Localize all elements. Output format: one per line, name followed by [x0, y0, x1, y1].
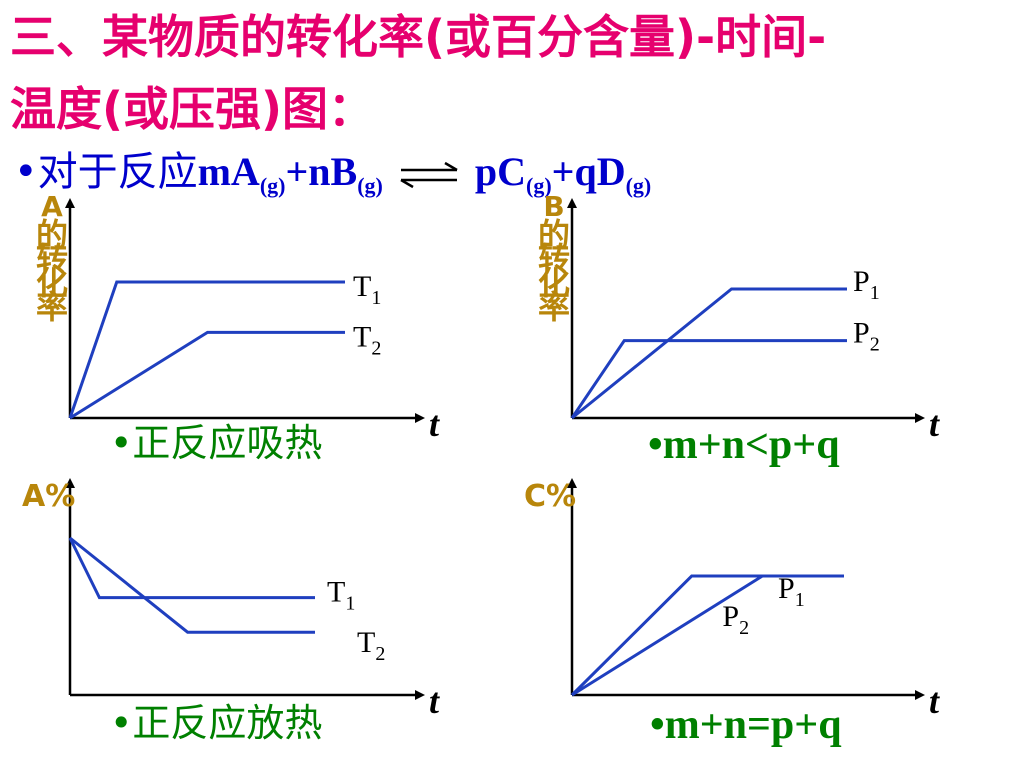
g4-curve-p2	[571, 574, 764, 697]
product-1-species: C	[497, 149, 526, 194]
product-2-state: (g)	[625, 173, 652, 198]
g4-x-label: t	[929, 681, 940, 721]
g1-x-label: t	[429, 404, 440, 444]
reactant-1-species: A	[230, 149, 260, 194]
g4-curve-label: P1	[778, 572, 805, 611]
g2-x-axis-arrow-icon	[915, 413, 925, 423]
reactant-2-species: B	[330, 149, 358, 194]
product-2-species: D	[596, 149, 626, 194]
g2-curve-p2	[570, 339, 847, 419]
conclusion-graph-1: •正反应吸热	[110, 421, 323, 465]
g1-y-label-char: A	[41, 190, 63, 223]
g2-y-label-char: 转	[538, 240, 570, 278]
g4-y-axis-arrow-icon	[567, 478, 577, 488]
reactant-1-state: (g)	[259, 173, 286, 198]
product-1-coef: p	[474, 149, 498, 194]
g2-y-axis-arrow-icon	[567, 198, 577, 208]
product-2-coef: +q	[551, 149, 597, 194]
g2-y-label-char: 率	[538, 288, 570, 326]
g3-y-axis-arrow-icon	[65, 478, 75, 488]
g2-x-label: t	[929, 404, 940, 444]
reactant-1-coef: m	[197, 149, 231, 194]
g1-y-label-char: 转	[36, 240, 68, 278]
g3-curve-label: T2	[357, 626, 385, 665]
g2-y-label-char: 化	[538, 264, 570, 302]
g4-x-axis-arrow-icon	[915, 690, 925, 700]
g1-curve-label: T2	[353, 320, 381, 359]
g1-y-label-char: 化	[36, 264, 68, 302]
reaction-prefix: •对于反应	[14, 149, 198, 195]
slide-title-line-1: 三、某物质的转化率(或百分含量)-时间-	[10, 10, 827, 64]
g2-curve-label: P2	[853, 317, 880, 356]
reactant-2-state: (g)	[357, 173, 383, 198]
conclusion-graph-3: •正反应放热	[110, 701, 323, 745]
reaction-equation: •对于反应mA(g)+nB(g) pC(g)+qD(g)	[14, 152, 651, 197]
reactant-2-coef: +n	[285, 149, 331, 194]
g1-curve-label: T1	[353, 270, 381, 309]
g1-x-axis-arrow-icon	[415, 413, 425, 423]
g1-curve-t2	[69, 330, 345, 420]
g3-x-axis-arrow-icon	[415, 690, 425, 700]
g4-curve-label: P2	[722, 600, 749, 639]
conclusion-graph-2: •m+n<p+q	[648, 422, 840, 468]
g2-y-label-char: 的	[538, 216, 570, 254]
g3-x-label: t	[429, 681, 440, 721]
g4-curve-p1	[570, 574, 844, 697]
g2-curve-label: P1	[853, 265, 880, 304]
g1-y-label-char: 的	[36, 216, 68, 254]
g1-y-label-char: 率	[36, 288, 68, 326]
g3-curve-t1	[68, 537, 315, 600]
g4-y-label: C%	[524, 479, 576, 514]
g3-curve-t2	[69, 536, 315, 634]
slide-title-line-2: 温度(或压强)图：	[10, 82, 375, 136]
g3-y-label: A%	[22, 479, 75, 514]
g3-curve-label: T1	[327, 576, 355, 615]
g2-curve-p1	[571, 287, 847, 420]
g1-curve-t1	[68, 280, 345, 419]
equilibrium-arrow-icon	[400, 161, 458, 189]
product-1-state: (g)	[526, 173, 552, 198]
g1-y-axis-arrow-icon	[65, 198, 75, 208]
g2-y-label-char: B	[543, 190, 564, 223]
conclusion-graph-4: •m+n=p+q	[650, 702, 842, 748]
